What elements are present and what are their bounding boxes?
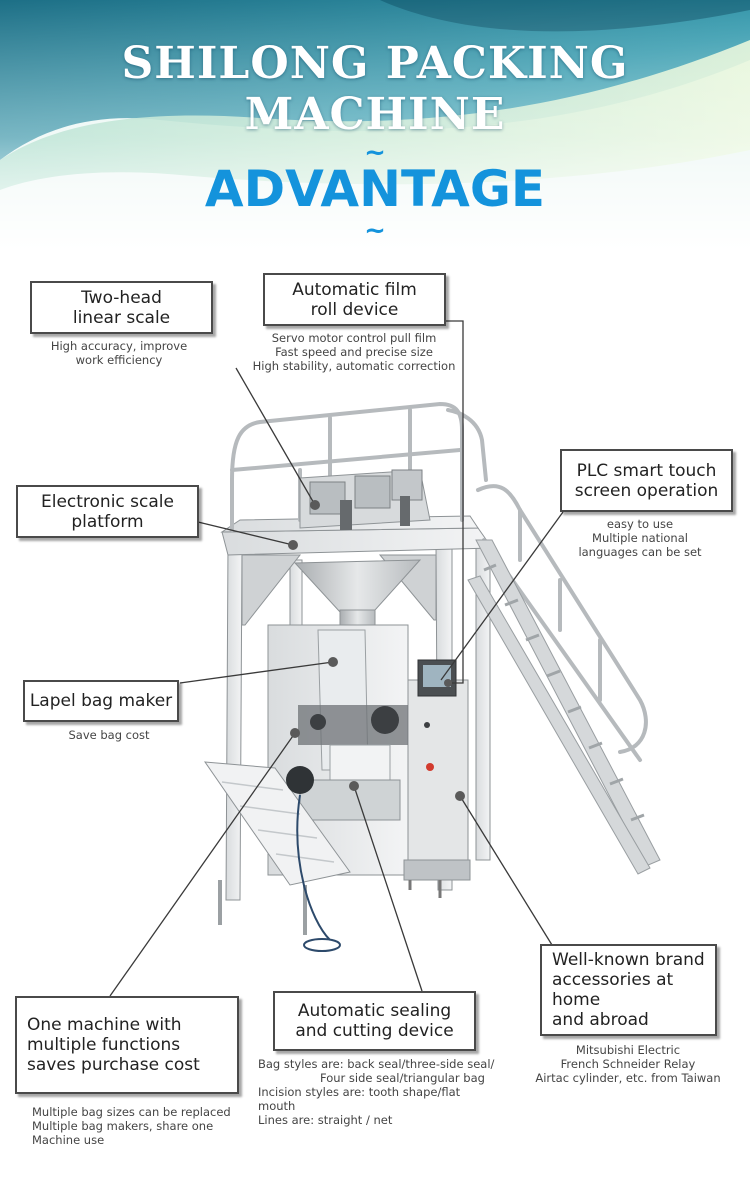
brand-title-line-3: and abroad <box>552 1010 649 1030</box>
sealing-description: Bag styles are: back seal/three-side sea… <box>258 1057 498 1127</box>
sealing-desc-line-4: Lines are: straight / net <box>258 1113 393 1127</box>
one-machine-desc-line-2: Multiple bag makers, share one <box>32 1119 214 1133</box>
one-machine-title-line-2: multiple functions <box>27 1035 181 1055</box>
staircase <box>467 539 661 875</box>
plc-title-line-1: PLC smart touch <box>576 460 717 481</box>
packing-machine-body <box>267 624 471 898</box>
plc-description: easy to use Multiple national languages … <box>560 517 720 559</box>
two-head-desc-line-1: High accuracy, improve <box>50 339 188 353</box>
brand-title-line-2: accessories at home <box>552 970 674 1010</box>
two-head-description: High accuracy, improve work efficiency <box>30 339 208 367</box>
two-head-desc-line-2: work efficiency <box>75 353 163 367</box>
page-title: SHILONG PACKING MACHINE <box>121 38 629 140</box>
brand-title-line-1: Well-known brand <box>552 950 705 970</box>
brand-description: Mitsubishi Electric French Schneider Rel… <box>528 1043 728 1085</box>
one-machine-desc-line-1: Multiple bag sizes can be replaced <box>32 1105 231 1119</box>
scale-platform-title-line-2: platform <box>71 511 144 532</box>
film-roll-title-line-2: roll device <box>310 299 399 320</box>
tilde-top: ~ <box>364 138 386 168</box>
callout-leader-lines <box>109 320 564 997</box>
hero-background <box>0 0 750 250</box>
tilde-bottom: ~ <box>364 216 386 246</box>
electronic-scale-platform-label: Electronic scale platform <box>16 485 199 538</box>
one-machine-description: Multiple bag sizes can be replaced Multi… <box>32 1105 247 1147</box>
plc-desc-line-2: Multiple national <box>592 531 688 545</box>
film-roll-label: Automatic film roll device <box>263 273 446 326</box>
lapel-description: Save bag cost <box>23 728 195 742</box>
plc-touchscreen-label: PLC smart touch screen operation <box>560 449 733 512</box>
brand-accessories-label: Well-known brand accessories at home and… <box>540 944 717 1036</box>
callout-pointer-dots <box>288 500 465 801</box>
output-conveyor <box>203 761 351 952</box>
sealing-cutting-label: Automatic sealing and cutting device <box>273 991 476 1051</box>
plc-title-line-2: screen operation <box>574 480 719 501</box>
film-roll-description: Servo motor control pull film Fast speed… <box>240 331 468 373</box>
brand-desc-line-1: Mitsubishi Electric <box>575 1043 681 1057</box>
linear-scale-unit <box>299 469 431 530</box>
sealing-title-line-1: Automatic sealing <box>297 1001 452 1021</box>
one-machine-title-line-1: One machine with <box>27 1015 182 1035</box>
two-head-title-line-2: linear scale <box>72 307 171 328</box>
plc-desc-line-3: languages can be set <box>578 545 702 559</box>
sealing-desc-line-1: Bag styles are: back seal/three-side sea… <box>258 1057 495 1071</box>
plc-desc-line-1: easy to use <box>606 517 674 531</box>
section-title: ADVANTAGE <box>204 160 546 218</box>
one-machine-label: One machine with multiple functions save… <box>15 996 239 1094</box>
two-head-title-line-1: Two-head <box>81 287 162 308</box>
brand-desc-line-2: French Schneider Relay <box>560 1057 696 1071</box>
one-machine-desc-line-3: Machine use <box>32 1133 105 1147</box>
lapel-desc-line-1: Save bag cost <box>68 728 150 742</box>
hero-banner: SHILONG PACKING MACHINE <box>0 0 750 250</box>
two-head-scale-label: Two-head linear scale <box>30 281 213 334</box>
brand-desc-line-3: Airtac cylinder, etc. from Taiwan <box>535 1071 721 1085</box>
film-roll-title-line-1: Automatic film <box>292 279 417 300</box>
film-roll-desc-line-1: Servo motor control pull film <box>271 331 437 345</box>
one-machine-title-line-3: saves purchase cost <box>27 1055 200 1075</box>
sealing-desc-line-2: Four side seal/triangular bag <box>320 1071 485 1085</box>
film-roll-desc-line-2: Fast speed and precise size <box>275 345 433 359</box>
sealing-title-line-2: and cutting device <box>295 1021 454 1041</box>
sealing-desc-line-3: Incision styles are: tooth shape/flat mo… <box>258 1085 461 1113</box>
lapel-bag-maker-label: Lapel bag maker <box>23 680 179 722</box>
scale-platform-title-line-1: Electronic scale <box>40 491 174 512</box>
film-roll-desc-line-3: High stability, automatic correction <box>252 359 456 373</box>
lapel-title: Lapel bag maker <box>29 691 173 711</box>
